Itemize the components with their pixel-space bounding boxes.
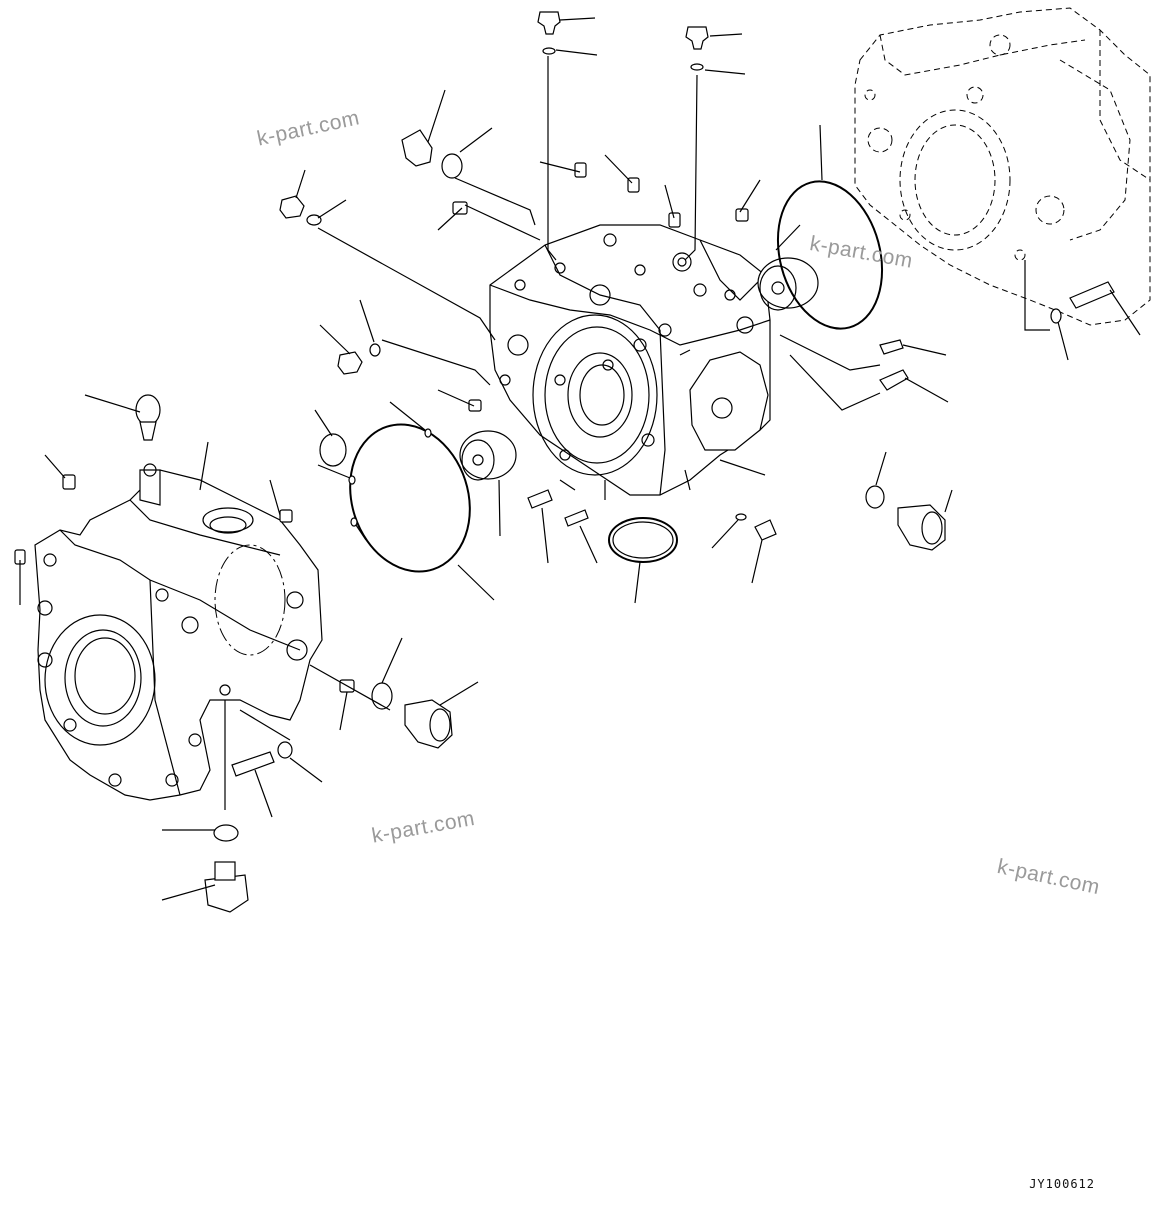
- phantom-pump-housing: [854, 7, 1151, 326]
- leader-lines: [19, 17, 1141, 901]
- center-pump-block: [489, 224, 771, 496]
- drawing-code: JY100612: [1029, 1177, 1095, 1191]
- left-pump-housing: [34, 463, 323, 801]
- small-parts: [14, 11, 1115, 913]
